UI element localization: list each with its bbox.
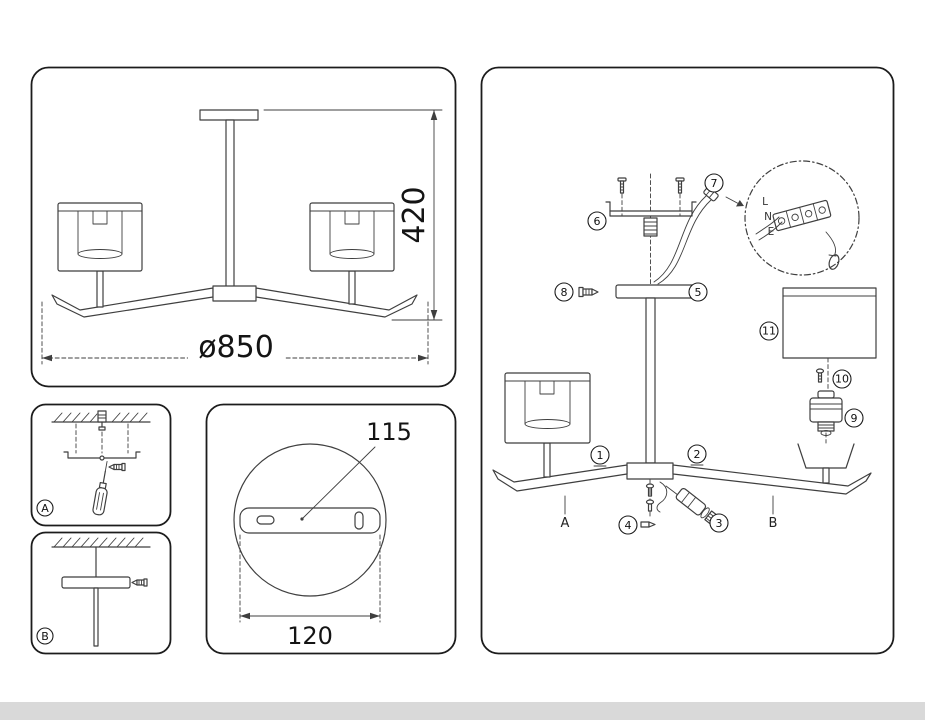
callout-2: 2 — [687, 444, 707, 466]
callout-11: 11 — [759, 321, 779, 341]
arm-a-label: A — [561, 516, 570, 531]
svg-text:8: 8 — [561, 286, 568, 299]
plate-detail-panel: 115 120 — [205, 403, 457, 655]
joint-fasteners — [645, 478, 668, 519]
height-dimension: 420 — [263, 109, 443, 321]
terminal-e-label: E — [768, 226, 775, 238]
callout-1: 1 — [590, 445, 610, 467]
alignment-lines — [75, 423, 129, 454]
svg-text:9: 9 — [851, 412, 858, 425]
ground-hook — [825, 231, 840, 270]
step-b-label: B — [41, 630, 49, 643]
svg-text:10: 10 — [835, 373, 849, 386]
overview-panel: 420 ø850 — [30, 66, 457, 388]
callout-4: 4 — [618, 515, 656, 535]
canopy-plate — [615, 284, 701, 299]
step-a-panel-border — [30, 403, 172, 527]
outer-dimension: 120 — [239, 534, 381, 650]
bottom-strip — [0, 702, 925, 720]
lamp-holder — [809, 390, 843, 436]
diameter-dimension-label: ø850 — [198, 330, 274, 365]
svg-text:1: 1 — [597, 449, 604, 462]
bracket-screw-right — [675, 177, 685, 217]
diameter-dimension: ø850 — [41, 301, 429, 365]
outer-dimension-label: 120 — [287, 622, 333, 650]
right-shade — [309, 202, 395, 272]
side-screw — [131, 578, 148, 587]
canopy-side-screw — [578, 286, 599, 298]
canopy-and-rod — [61, 546, 131, 647]
left-shade — [504, 372, 591, 444]
step-a-label: A — [41, 502, 49, 515]
arm-a-marker: A — [561, 495, 570, 531]
height-dimension-label: 420 — [397, 186, 432, 243]
callout-5: 5 — [688, 282, 708, 302]
assembly-panel-border — [480, 66, 895, 655]
small-screw — [108, 462, 126, 472]
ceiling-hatch — [51, 537, 151, 548]
callout-6: 6 — [587, 211, 607, 231]
step-a-panel: A — [30, 403, 172, 527]
callout-7: 7 — [704, 173, 724, 193]
inner-dimension: 115 — [300, 418, 412, 521]
step-b-badge: B — [36, 627, 54, 645]
assembly-panel: L N E — [480, 66, 895, 655]
step-b-panel-border — [30, 531, 172, 655]
center-rod — [626, 297, 674, 480]
bracket-screw-left — [617, 177, 627, 217]
wall-anchor-screw — [97, 410, 107, 431]
arm-b-label: B — [769, 516, 778, 531]
shade-screw — [815, 368, 825, 383]
shade-fabric — [782, 287, 877, 359]
terminal-l-label: L — [762, 196, 768, 208]
svg-text:6: 6 — [594, 215, 601, 228]
left-shade — [57, 202, 143, 272]
chandelier-front-view — [51, 109, 418, 318]
mounting-bracket — [63, 451, 141, 461]
arm-b-marker: B — [769, 495, 778, 531]
callout-3: 3 — [709, 513, 729, 533]
canopy-circle-view — [233, 443, 387, 597]
svg-text:5: 5 — [695, 286, 702, 299]
svg-text:4: 4 — [625, 519, 632, 532]
svg-text:11: 11 — [762, 325, 776, 338]
threaded-nipple — [643, 217, 658, 237]
callout-10: 10 — [832, 369, 852, 389]
svg-text:3: 3 — [716, 517, 723, 530]
terminal-block — [772, 199, 832, 232]
terminal-n-label: N — [764, 211, 772, 223]
svg-text:7: 7 — [711, 177, 718, 190]
callout-9: 9 — [844, 408, 864, 428]
step-a-badge: A — [36, 499, 54, 517]
step-b-panel: B — [30, 531, 172, 655]
svg-text:2: 2 — [694, 448, 701, 461]
callout-8: 8 — [554, 282, 574, 302]
wiring-detail-circle: L N E — [744, 160, 860, 276]
shade-alignment-line — [825, 357, 829, 444]
screwdriver — [92, 460, 108, 516]
inner-dimension-label: 115 — [366, 418, 412, 446]
right-arm — [672, 443, 872, 495]
